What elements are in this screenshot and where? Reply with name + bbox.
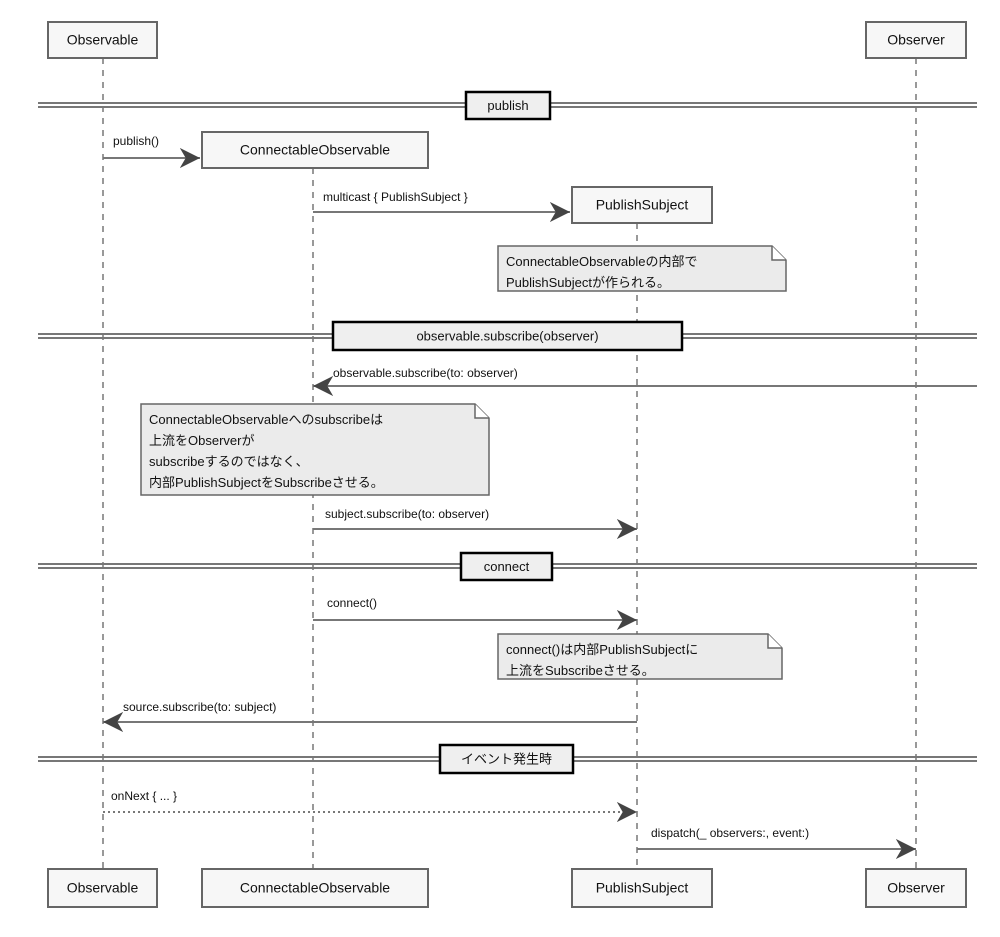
message-label-observable-subscribe: observable.subscribe(to: observer) (333, 366, 518, 380)
participant-box-observer-bottom[interactable]: Observer (865, 868, 967, 908)
note-connect-explanation: connect()は内部PublishSubjectに上流をSubscribeさ… (497, 633, 783, 680)
participant-box-publishSubject-bottom[interactable]: PublishSubject (571, 868, 713, 908)
message-label-subject-subscribe: subject.subscribe(to: observer) (325, 507, 489, 521)
participant-label-publishSubject-top: PublishSubject (596, 197, 689, 213)
participant-box-observable-bottom[interactable]: Observable (47, 868, 158, 908)
message-publish-call: publish() (103, 134, 200, 169)
note-subscribe-explanation-line-2: subscribeするのではなく、 (149, 454, 309, 469)
note-connect-explanation-line-1: 上流をSubscribeさせる。 (506, 663, 655, 678)
note-publishsubject-created-body (497, 245, 787, 292)
note-publishsubject-created: ConnectableObservableの内部で PublishSubjectが… (497, 245, 787, 292)
participant-box-connectableObservable-top[interactable]: ConnectableObservable (201, 131, 429, 169)
note-subscribe-explanation-line-3: 内部PublishSubjectをSubscribeさせる。 (149, 475, 384, 490)
note-subscribe-explanation-line-0: ConnectableObservableへのsubscribeは (149, 412, 383, 427)
note-connect-explanation-fold-corner-icon (767, 634, 782, 649)
section-frame-connect[interactable]: connect (459, 551, 554, 582)
participant-label-observer-top: Observer (887, 32, 945, 48)
note-publishsubject-created-line-0: ConnectableObservableの内部で (506, 254, 697, 269)
message-on-next: onNext { ... } (103, 789, 637, 823)
section-frame-label-connect: connect (484, 559, 530, 574)
notes-group: ConnectableObservableの内部で PublishSubjectが… (140, 245, 787, 680)
message-observable-subscribe: observable.subscribe(to: observer) (313, 366, 977, 397)
section-frame-label-subscribe: observable.subscribe(observer) (416, 328, 598, 343)
participant-label-observer-bottom: Observer (887, 880, 945, 896)
participant-box-connectableObservable-bottom[interactable]: ConnectableObservable (201, 868, 429, 908)
note-connect-explanation-line-0: connect()は内部PublishSubjectに (506, 642, 698, 657)
message-label-source-subscribe: source.subscribe(to: subject) (123, 700, 276, 714)
message-label-multicast: multicast { PublishSubject } (323, 190, 468, 204)
participant-box-observable-top[interactable]: Observable (47, 21, 158, 59)
message-source-subscribe: source.subscribe(to: subject) (103, 700, 637, 733)
participant-label-observable-top: Observable (67, 32, 139, 48)
participant-label-publishSubject-bottom: PublishSubject (596, 880, 689, 896)
frame-labels-group: publish observable.subscribe(observer) con… (331, 90, 684, 775)
participant-box-observer-top[interactable]: Observer (865, 21, 967, 59)
section-frame-publish[interactable]: publish (464, 90, 552, 121)
message-connect-call: connect() (313, 596, 637, 631)
participant-label-observable-bottom: Observable (67, 880, 139, 896)
note-publishsubject-created-fold-corner-icon (771, 246, 786, 261)
note-subscribe-explanation-line-1: 上流をObserverが (149, 433, 254, 448)
section-frame-label-event: イベント発生時 (461, 751, 552, 766)
section-frame-subscribe[interactable]: observable.subscribe(observer) (331, 320, 684, 352)
note-subscribe-explanation-body (140, 403, 490, 496)
section-frame-label-publish: publish (487, 98, 528, 113)
message-label-publish-call: publish() (113, 134, 159, 148)
message-dispatch: dispatch(_ observers:, event:) (637, 826, 916, 860)
participant-box-publishSubject-top[interactable]: PublishSubject (571, 186, 713, 224)
note-connect-explanation-body (497, 633, 783, 680)
participant-boxes-group: ObservableObservableConnectableObservabl… (47, 21, 967, 908)
note-subscribe-explanation: ConnectableObservableへのsubscribeは上流をObse… (140, 403, 490, 496)
message-label-dispatch: dispatch(_ observers:, event:) (651, 826, 809, 840)
note-subscribe-explanation-fold-corner-icon (474, 404, 489, 419)
message-subject-subscribe: subject.subscribe(to: observer) (313, 507, 637, 540)
participant-label-connectableObservable-bottom: ConnectableObservable (240, 880, 390, 896)
message-label-on-next: onNext { ... } (111, 789, 177, 803)
section-frame-event[interactable]: イベント発生時 (438, 743, 575, 775)
messages-group: publish() multicast { PublishSubject } obs… (103, 134, 977, 860)
message-multicast: multicast { PublishSubject } (313, 190, 570, 223)
message-label-connect-call: connect() (327, 596, 377, 610)
lifelines-group (102, 58, 917, 869)
note-publishsubject-created-line-1: PublishSubjectが作られる。 (506, 275, 670, 290)
participant-label-connectableObservable-top: ConnectableObservable (240, 142, 390, 158)
